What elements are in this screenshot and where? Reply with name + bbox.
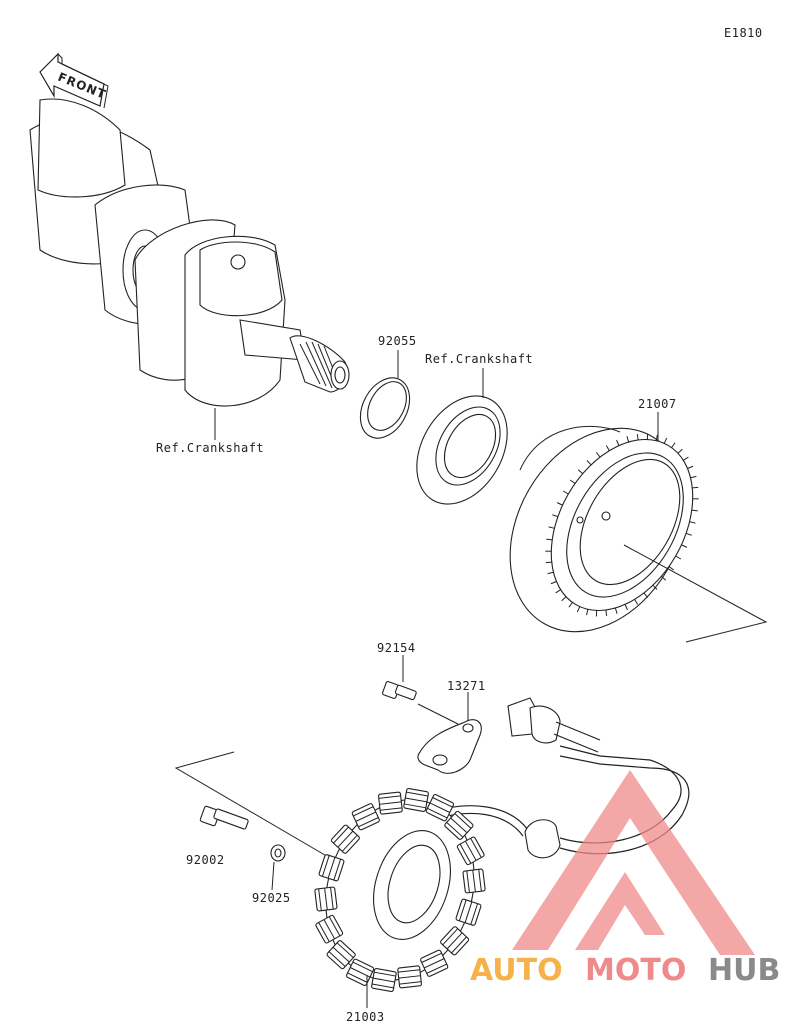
part-21003-stator — [314, 787, 486, 993]
label-92154: 92154 — [377, 641, 416, 655]
part-92025-washer — [270, 844, 286, 862]
front-label: FRONT — [56, 70, 108, 102]
leader-92025 — [271, 861, 275, 891]
label-crankshaft-ref-2: Ref.Crankshaft — [425, 352, 533, 366]
part-92002-bolt — [199, 805, 249, 830]
label-crankshaft-ref-1: Ref.Crankshaft — [156, 441, 264, 455]
label-92055: 92055 — [378, 334, 417, 348]
label-21007: 21007 — [638, 397, 677, 411]
logo-text-hub: HUB — [708, 953, 780, 988]
wire-harness — [431, 697, 690, 859]
logo-triangle-icon — [512, 770, 755, 955]
part-92055-ring — [359, 377, 411, 439]
axis-line-right — [623, 544, 768, 643]
label-13271: 13271 — [447, 679, 486, 693]
part-13271-plate — [417, 719, 482, 774]
label-92025: 92025 — [252, 891, 291, 905]
part-21007-rotor — [509, 426, 699, 633]
automotohub-logo: AUTO MOTO HUB — [470, 770, 780, 988]
diagram-id: E1810 — [724, 26, 763, 40]
label-21003: 21003 — [346, 1010, 385, 1024]
label-92002: 92002 — [186, 853, 225, 867]
crankshaft — [29, 98, 350, 407]
part-92154-bolt — [382, 681, 459, 725]
oil-seal — [416, 395, 508, 505]
logo-text-auto: AUTO — [470, 953, 563, 988]
stator-poles — [314, 787, 486, 993]
axis-line-left — [174, 751, 331, 859]
rotor-teeth — [545, 433, 699, 617]
logo-text-moto: MOTO — [585, 953, 686, 988]
